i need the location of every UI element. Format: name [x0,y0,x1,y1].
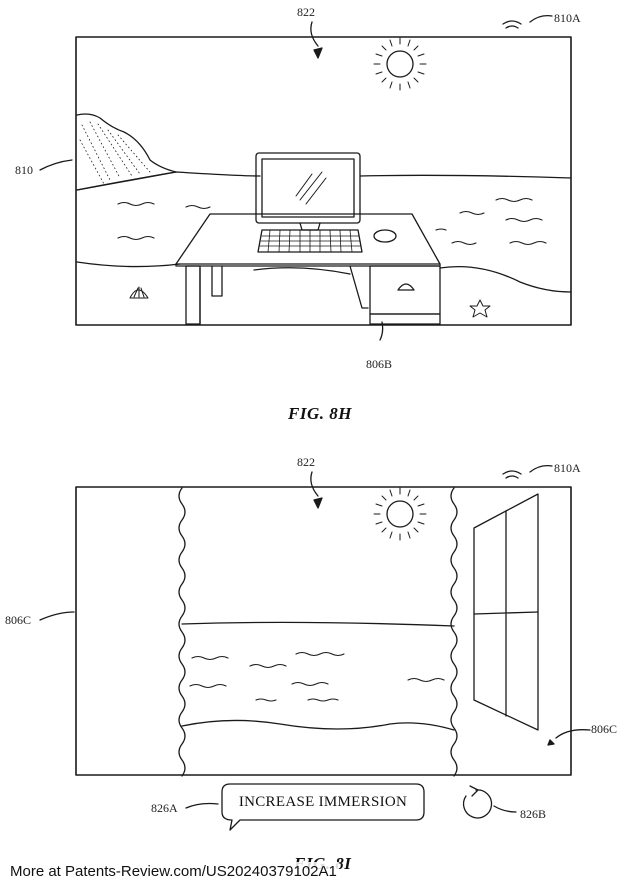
seashell-icon [129,286,149,299]
water-ripples-8i [189,651,445,702]
shoreline-under-desk [253,267,351,275]
shoreline-8i [181,719,455,731]
desk-drawing [175,213,441,325]
label-826B: 826B [520,807,547,821]
source-footer-link[interactable]: More at Patents-Review.com/US20240379102… [8,862,339,881]
arrowhead-822-8i [313,497,323,509]
portal-right-edge [450,487,458,777]
figure-8i-drawing [39,464,591,831]
leader-826B [493,805,517,813]
sun-icon-8i [373,487,427,541]
leader-806C-right [555,729,591,739]
rotate-icon [462,785,493,819]
increase-immersion-button[interactable]: INCREASE IMMERSION [238,793,408,810]
shoreline [76,261,572,293]
arrowhead-822 [313,47,323,59]
keyboard-icon [257,229,363,253]
pointer-arrow-822-8i [310,471,319,497]
leader-806C-left [39,611,75,621]
sun-icon [373,37,427,91]
mountain-shading [79,121,151,185]
device-indicator-icon-8i [502,464,553,479]
increase-immersion-bubble [221,783,425,831]
label-822: 822 [297,5,315,19]
device-indicator-icon [502,14,553,29]
label-810: 810 [15,163,33,177]
leader-826A [185,802,219,809]
arrowhead-806C [547,739,555,746]
label-806C-right: 806C [591,722,618,736]
label-810A-8i: 810A [554,461,581,475]
label-826A: 826A [151,801,178,815]
horizon-line [76,171,572,191]
display-frame-8h [75,36,572,326]
mountain-outline [76,113,177,191]
leader-806B [379,321,384,341]
label-806B: 806B [366,357,393,371]
display-frame-8i [75,486,572,776]
monitor-icon [255,152,361,231]
figure-caption-8h: FIG. 8H [288,404,352,423]
label-810A: 810A [554,11,581,25]
mouse-icon [373,229,397,243]
label-822-8i: 822 [297,455,315,469]
horizon-line-8i [181,621,455,627]
pointer-arrow-822 [310,21,319,47]
starfish-icon [469,299,491,318]
window-icon [473,493,539,731]
leader-810 [39,159,73,171]
label-806C-left: 806C [5,613,32,627]
portal-left-edge [178,487,186,777]
figure-8h-drawing [39,14,572,341]
water-ripples-8h [117,197,547,246]
